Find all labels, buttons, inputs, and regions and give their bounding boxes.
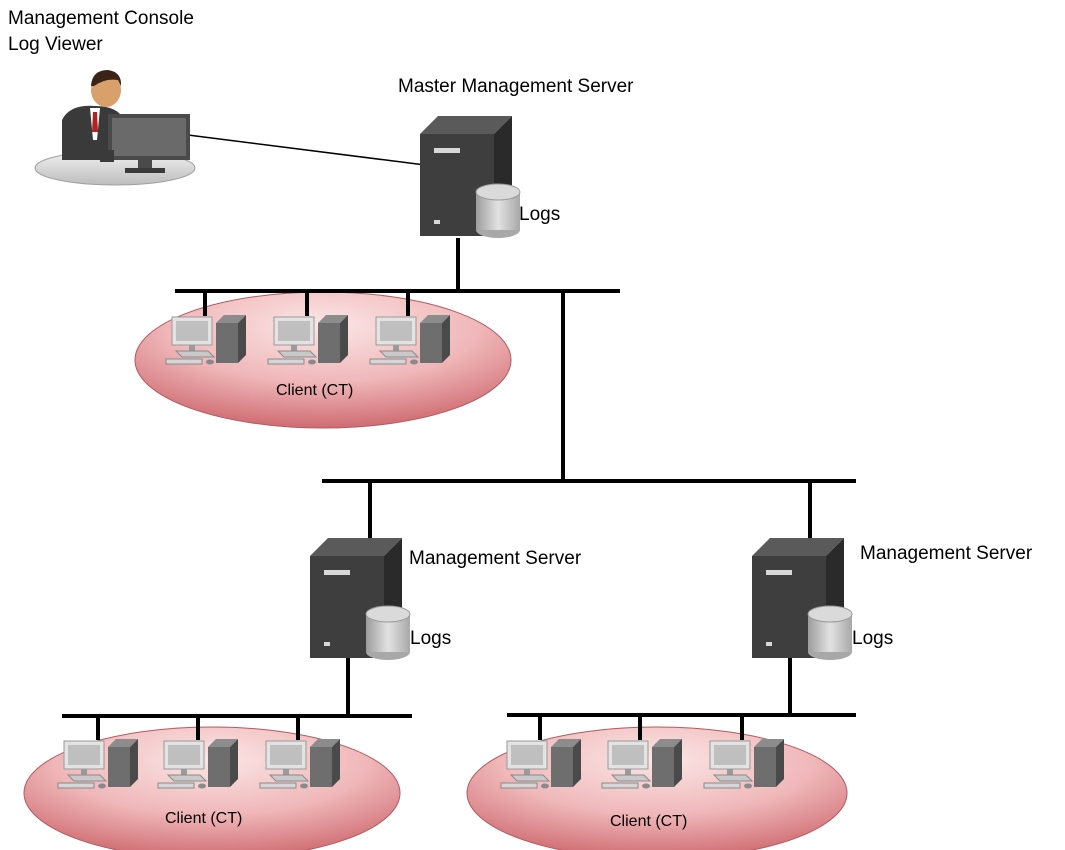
- operator-icon: [34, 70, 196, 186]
- log-viewer-label: Log Viewer: [8, 34, 103, 55]
- server-left-logs-label: Logs: [410, 628, 452, 649]
- server-left-label: Management Server: [409, 548, 582, 569]
- master-logs-disk-icon: [475, 183, 521, 239]
- client-bottom-right-label: Client (CT): [610, 813, 688, 830]
- server-right-label: Management Server: [860, 543, 1033, 564]
- console-title: Management Console: [8, 8, 194, 29]
- client-top-label: Client (CT): [276, 382, 354, 399]
- console-link: [187, 134, 426, 166]
- server-right-logs-disk-icon: [807, 605, 853, 661]
- master-server-label: Master Management Server: [398, 76, 634, 97]
- server-left-logs-disk-icon: [365, 605, 411, 661]
- master-logs-label: Logs: [519, 204, 561, 225]
- client-bottom-left-label: Client (CT): [165, 810, 243, 827]
- network-lines: [62, 238, 856, 740]
- server-right-logs-label: Logs: [852, 628, 894, 649]
